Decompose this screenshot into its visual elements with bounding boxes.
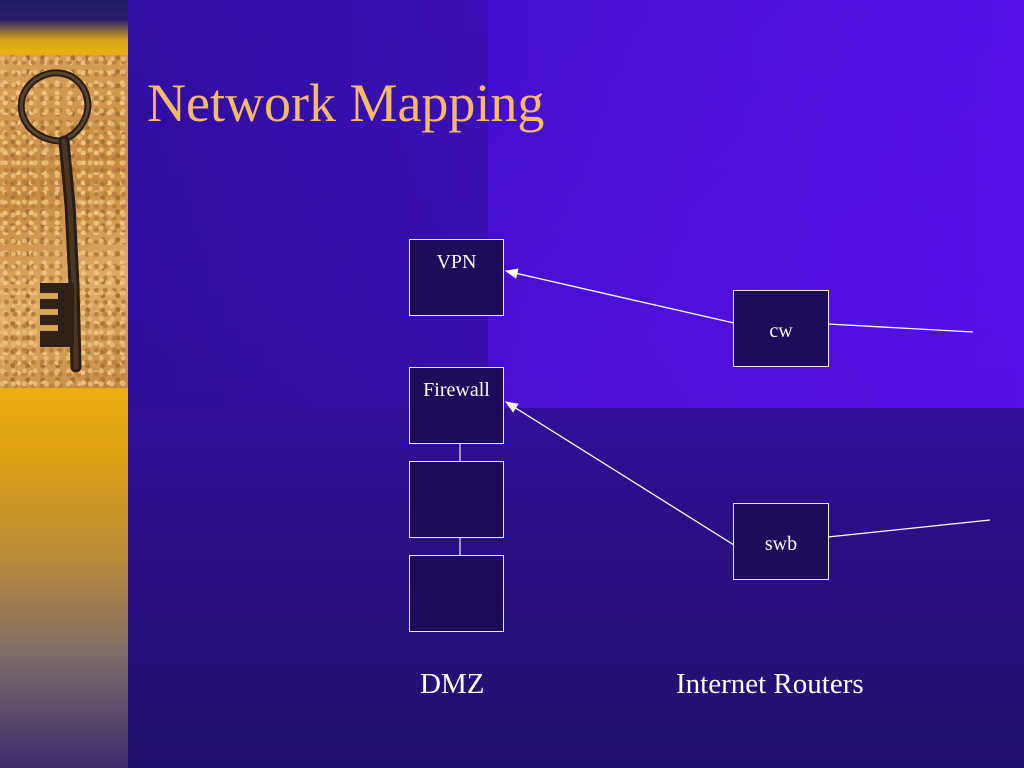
edge-cw-to-internet: [827, 323, 974, 333]
swb-router-node-label: swb: [764, 533, 798, 555]
dmz-server-node-1: [409, 461, 504, 538]
key-icon: [17, 69, 92, 373]
dmz-server-node-2: [409, 555, 504, 632]
cw-router-node-label: cw: [769, 320, 793, 342]
key-photo: [0, 55, 128, 388]
edge-swb-to-firewall: [504, 401, 735, 546]
edge-cw-to-vpn: [504, 268, 735, 324]
vpn-node-label: VPN: [436, 251, 477, 273]
firewall-node-label: Firewall: [423, 379, 490, 401]
swb-router-node: swb: [733, 503, 829, 580]
cw-router-node: cw: [733, 290, 829, 367]
slide-title: Network Mapping: [147, 73, 545, 133]
firewall-node: Firewall: [409, 367, 504, 444]
edge-swb-to-internet: [827, 519, 991, 538]
vpn-node: VPN: [409, 239, 504, 316]
dmz-label: DMZ: [420, 668, 485, 700]
internet-routers-label: Internet Routers: [676, 668, 864, 700]
